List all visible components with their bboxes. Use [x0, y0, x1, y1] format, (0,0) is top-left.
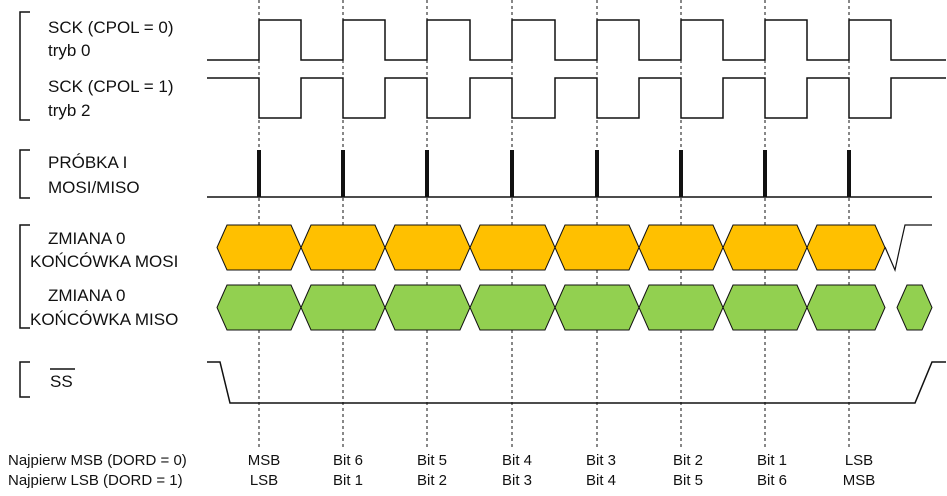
mosi-idle-line [884, 224, 932, 272]
mosi-bit-cell [722, 224, 808, 271]
sck-cpol1-waveform [207, 77, 946, 119]
sck-mode2-label: tryb 2 [48, 101, 91, 120]
mosi-bit-cell [638, 224, 724, 271]
lsb-first-bit-label: Bit 3 [502, 472, 532, 489]
miso-data-row [216, 284, 933, 331]
lsb-first-bit-label: LSB [250, 472, 278, 489]
miso-bit-cell [638, 284, 724, 331]
miso-bit-cell [896, 284, 933, 331]
lsb-first-bit-label: Bit 5 [673, 472, 703, 489]
sck-cpol0-label: SCK (CPOL = 0) [48, 18, 174, 37]
mosi-bit-cell [469, 224, 556, 271]
msb-first-bit-label: MSB [248, 452, 281, 469]
msb-first-bit-label: Bit 2 [673, 452, 703, 469]
miso-pin-label: KOŃCÓWKA MISO [30, 310, 178, 329]
mosi-bit-cell [806, 224, 886, 271]
sck-cpol0-waveform [207, 19, 946, 61]
sample-pulses [257, 150, 851, 197]
miso-bit-cell [554, 284, 640, 331]
label-brackets [19, 11, 30, 398]
mosi-bit-cell [384, 224, 471, 271]
msb-first-bit-label: Bit 4 [502, 452, 532, 469]
ss-label: SS [50, 372, 73, 391]
ss-waveform [207, 361, 946, 404]
msb-first-bit-label: Bit 6 [333, 452, 363, 469]
mosi-change-label: ZMIANA 0 [48, 229, 125, 248]
sck-bracket [19, 11, 30, 121]
lsb-first-bit-label: Bit 6 [757, 472, 787, 489]
lsb-first-bit-label: MSB [843, 472, 876, 489]
sample-mosi-miso-label: MOSI/MISO [48, 178, 140, 197]
miso-bit-cell [300, 284, 386, 331]
msb-first-bit-label: LSB [845, 452, 873, 469]
bit-order-labels: MSB Bit 6 Bit 5 Bit 4 Bit 3 Bit 2 Bit 1 LSB LSB B… [248, 452, 876, 489]
lsb-first-bit-label: Bit 1 [333, 472, 363, 489]
mosi-bit-cell [300, 224, 386, 271]
miso-bit-cell [216, 284, 302, 331]
miso-bit-cell [806, 284, 886, 331]
miso-change-label: ZMIANA 0 [48, 286, 125, 305]
miso-bit-cell [384, 284, 471, 331]
sck-cpol1-label: SCK (CPOL = 1) [48, 77, 174, 96]
lsb-first-label: Najpierw LSB (DORD = 1) [8, 472, 183, 489]
mosi-bit-cell [554, 224, 640, 271]
miso-bit-cell [469, 284, 556, 331]
msb-first-label: Najpierw MSB (DORD = 0) [8, 452, 187, 469]
msb-first-bit-label: Bit 1 [757, 452, 787, 469]
mosi-bit-cell [216, 224, 302, 271]
msb-first-bit-label: Bit 3 [586, 452, 616, 469]
sck-mode0-label: tryb 0 [48, 41, 91, 60]
sample-bracket [19, 149, 30, 199]
sample-label: PRÓBKA I [48, 153, 127, 172]
lsb-first-bit-label: Bit 4 [586, 472, 616, 489]
lsb-first-bit-label: Bit 2 [417, 472, 447, 489]
miso-bit-cell [722, 284, 808, 331]
data-bracket [19, 224, 30, 329]
mosi-data-row [216, 224, 932, 272]
msb-first-bit-label: Bit 5 [417, 452, 447, 469]
ss-bracket [19, 361, 30, 398]
mosi-pin-label: KOŃCÓWKA MOSI [30, 252, 178, 271]
